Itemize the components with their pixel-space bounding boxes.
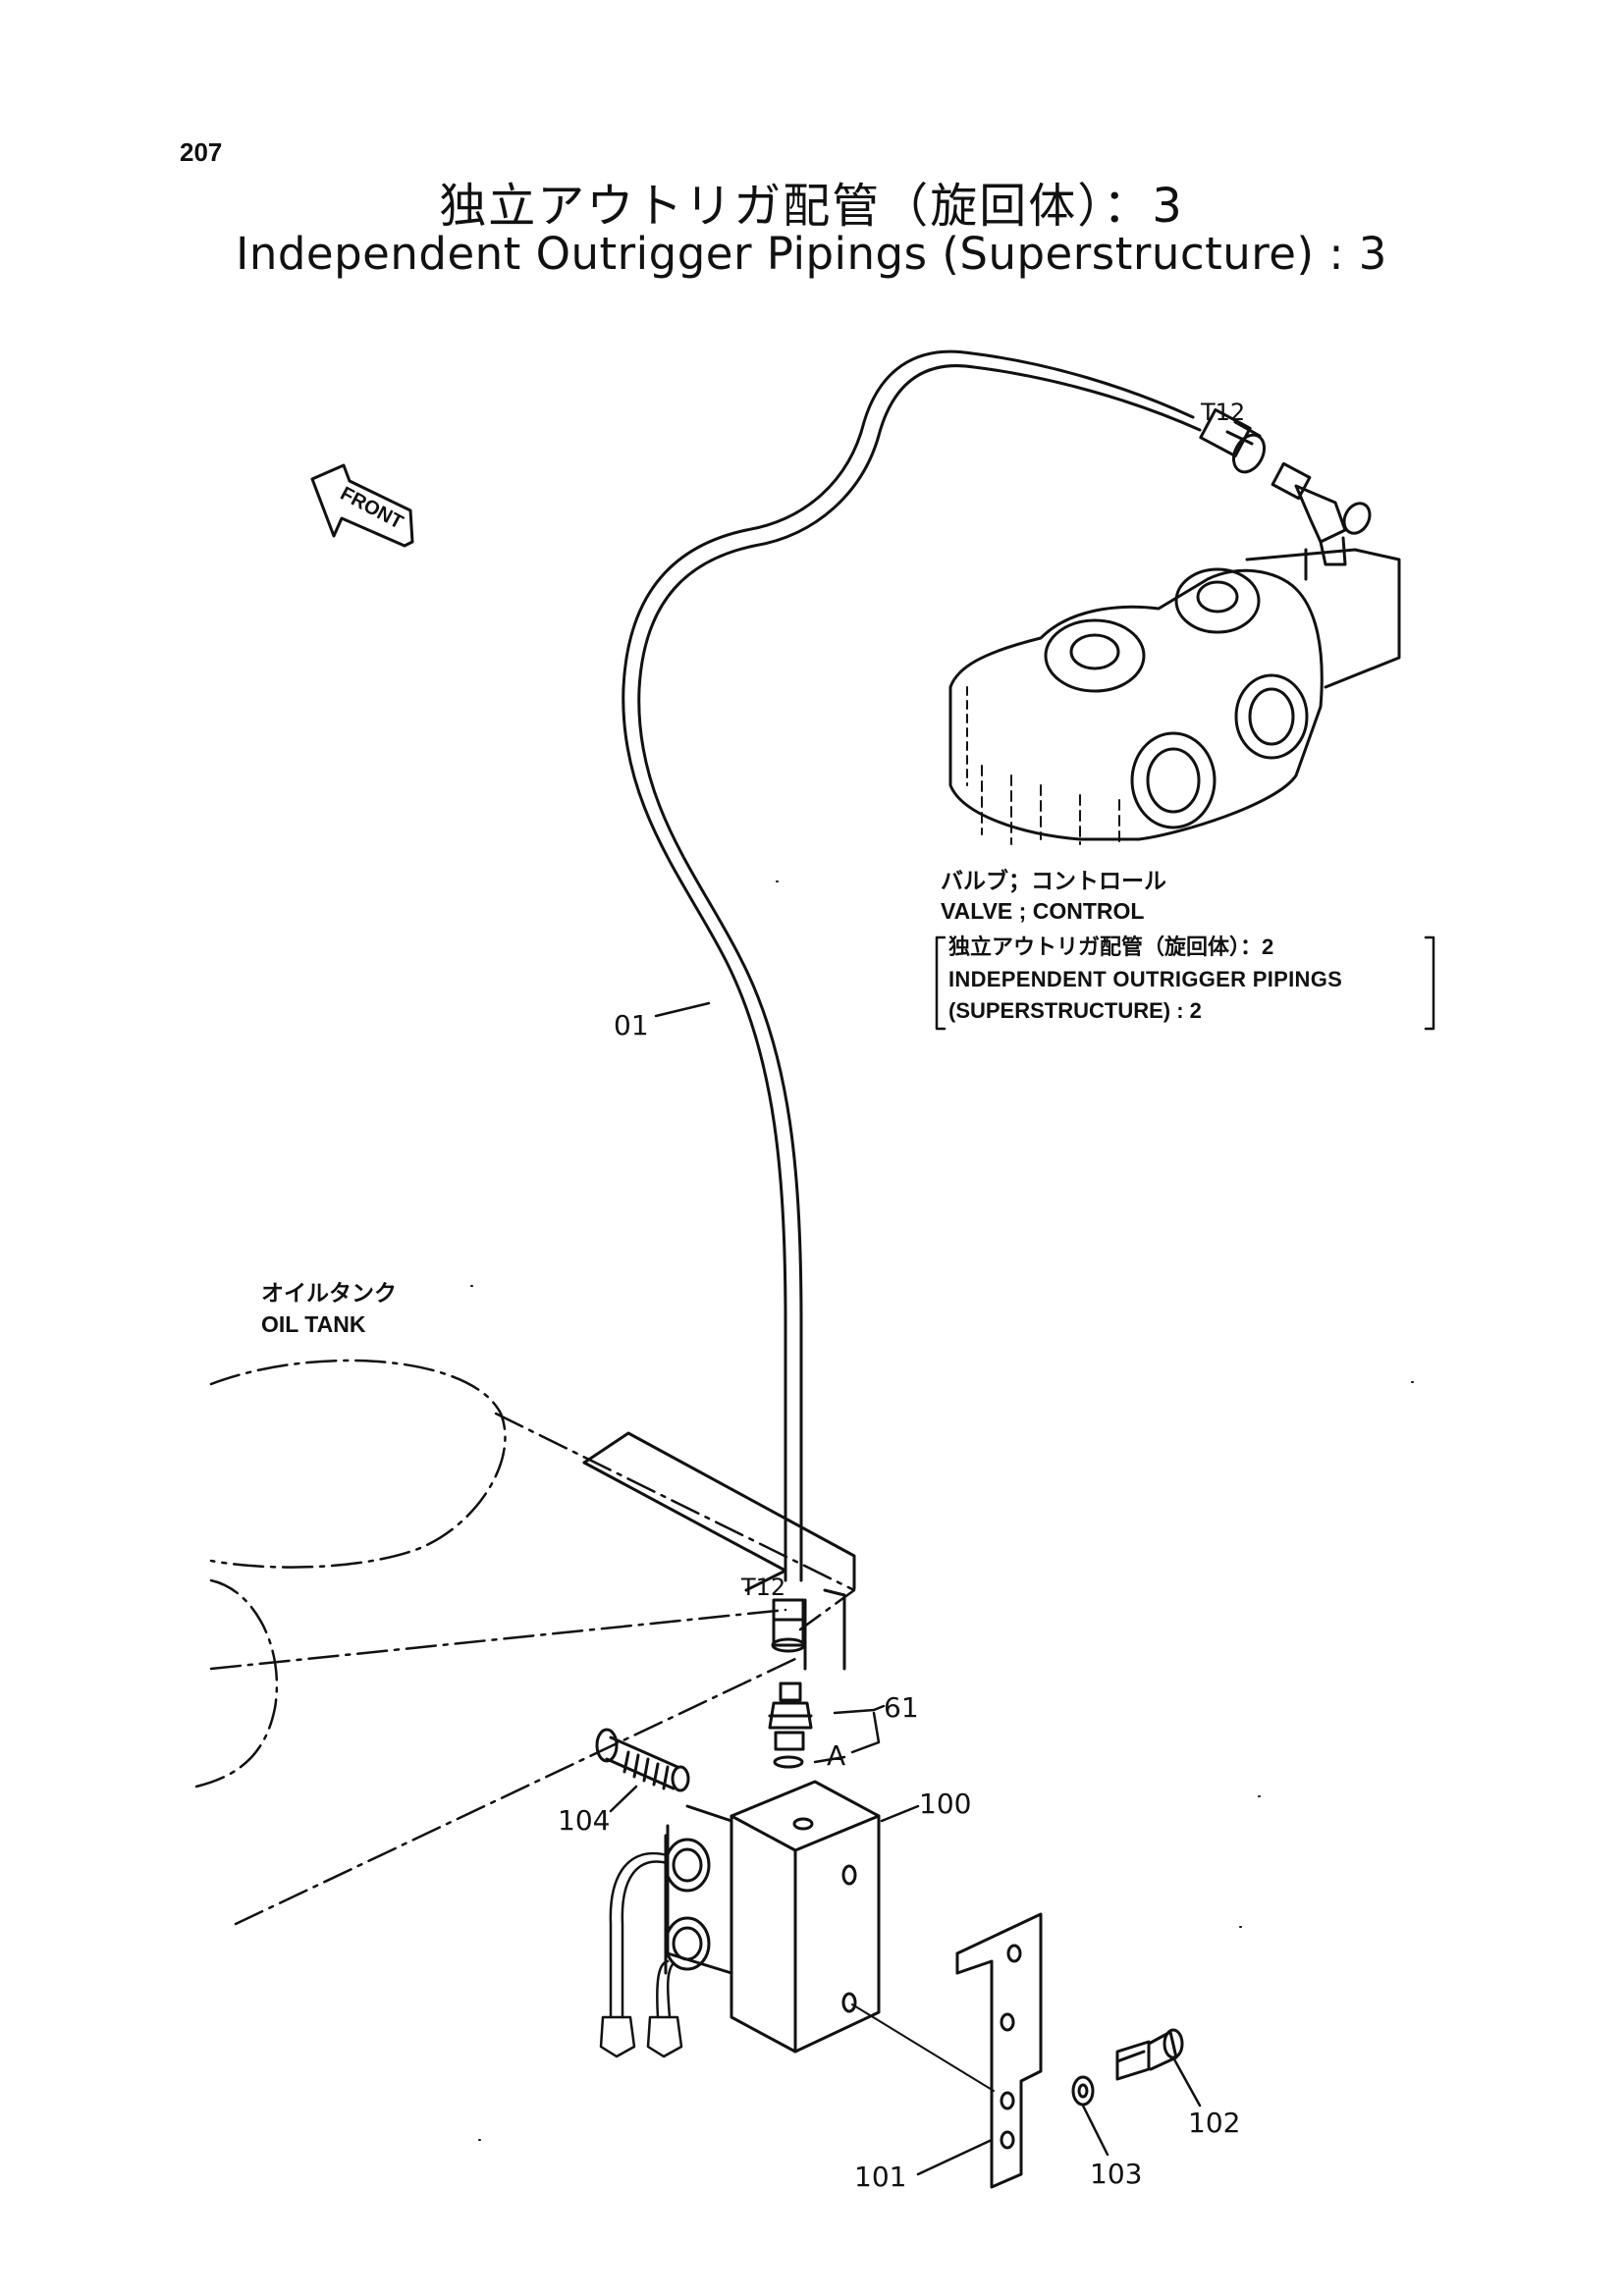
junction-block-100 <box>664 1780 881 2054</box>
wire-harness <box>599 1851 683 2058</box>
tank-label-japanese: オイルタンク <box>261 1280 397 1306</box>
adapter-61 <box>768 1682 813 1751</box>
tank-label-english: OIL TANK <box>261 1311 366 1337</box>
title-english: Independent Outrigger Pipings (Superstru… <box>236 228 1387 280</box>
ref-label-japanese: 独立アウトリガ配管（旋回体）：2 <box>948 934 1274 959</box>
hose-01 <box>622 349 1202 1582</box>
washer-103 <box>1071 2075 1095 2107</box>
leader-lines <box>609 1001 1202 2176</box>
reference-bracket <box>935 935 1435 1031</box>
control-valve <box>948 548 1401 845</box>
valve-label-japanese: バルブ；コントロール <box>941 868 1166 893</box>
bolt-102 <box>1115 2028 1184 2081</box>
bracket-101 <box>851 1912 1043 2189</box>
oring-a <box>773 1755 804 1769</box>
page-number: 207 <box>180 137 223 167</box>
callout-01: 01 <box>614 1009 649 1041</box>
callout-101: 101 <box>854 2161 907 2193</box>
tank-mounting-plate <box>582 1431 856 1671</box>
callout-102: 102 <box>1188 2107 1241 2139</box>
clamp-bolt-104 <box>595 1728 690 1792</box>
callout-103: 103 <box>1090 2158 1143 2190</box>
callout-a: A <box>827 1739 846 1772</box>
callout-104: 104 <box>558 1804 611 1837</box>
top-fitting-t12 <box>1199 407 1372 566</box>
scan-dots <box>470 881 1414 2141</box>
callout-100: 100 <box>919 1788 972 1820</box>
ref-label-english-1: INDEPENDENT OUTRIGGER PIPINGS <box>948 967 1343 991</box>
callout-t12-bottom: T12 <box>741 1574 786 1601</box>
oil-tank <box>194 1359 856 1926</box>
callout-61: 61 <box>884 1691 919 1724</box>
callout-t12-top: T12 <box>1201 399 1246 426</box>
ref-label-english-2: (SUPERSTRUCTURE) : 2 <box>948 998 1202 1023</box>
bottom-fitting-t12 <box>771 1598 806 1653</box>
title-japanese: 独立アウトリガ配管（旋回体）：3 <box>439 179 1184 234</box>
front-direction-arrow-icon: FRONT <box>310 463 414 548</box>
valve-label-english: VALVE ; CONTROL <box>941 898 1145 924</box>
